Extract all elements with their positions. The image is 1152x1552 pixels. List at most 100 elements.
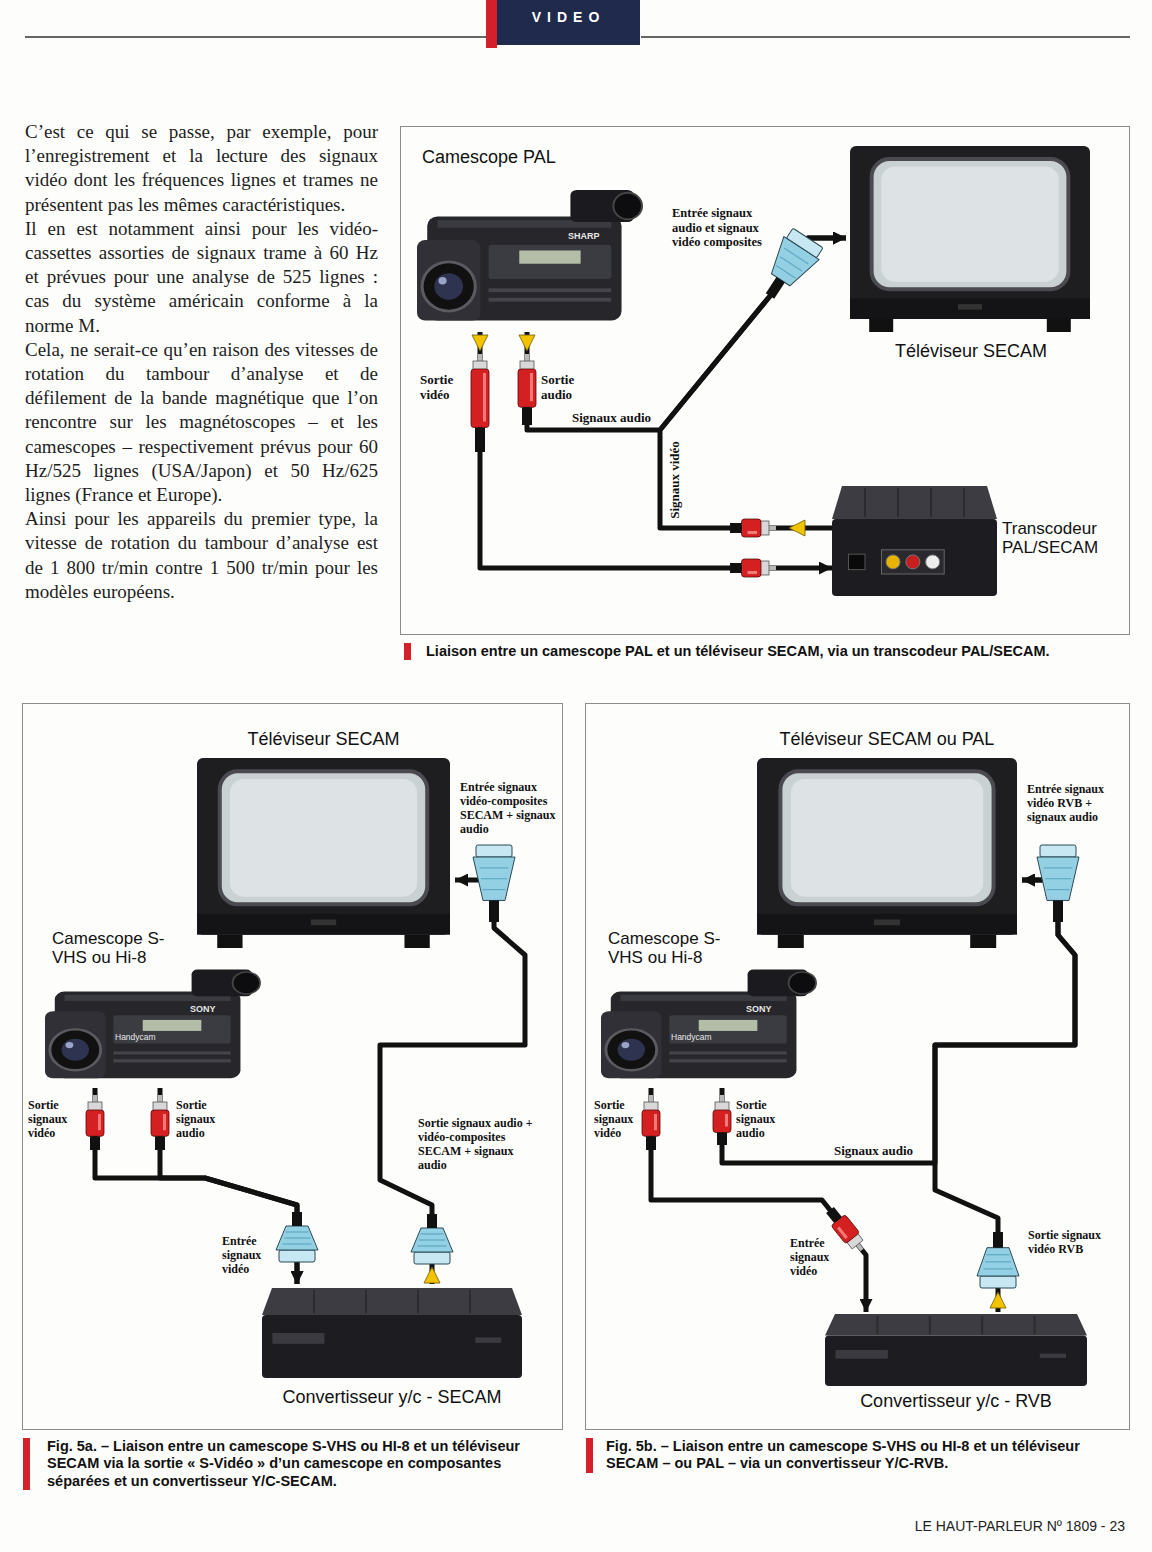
camcorder-illustration: [113, 1015, 230, 1043]
signal-label: Signaux audio: [570, 410, 653, 425]
figure-caption: Fig. 5a. – Liaison entre un camescope S-…: [23, 1438, 553, 1490]
plug-label: Sortie signaux vidéo: [28, 1098, 82, 1140]
camcorder-illustration: [438, 277, 446, 285]
camcorder-illustration: [422, 262, 475, 311]
television-set-illustration: [970, 935, 996, 948]
rca-plug: [742, 559, 762, 577]
converter-box-illustration: [417, 1290, 419, 1313]
scart-plug: [763, 237, 819, 292]
scart-plug: [418, 1245, 447, 1246]
television-set-illustration: [778, 935, 804, 948]
converter-box: Convertisseur y/c - SECAM: [258, 1284, 526, 1422]
rca-plug: [713, 1110, 731, 1133]
converter-box-illustration: [272, 1333, 324, 1344]
transcoder-box-illustration: [882, 550, 945, 574]
plug-label: Sortie signaux audio + vidéo-composites …: [418, 1116, 542, 1172]
device-label: Camescope PAL: [422, 148, 582, 168]
rca-plug: [713, 1095, 731, 1145]
rca-plug: [742, 519, 762, 537]
rca-plug: [730, 519, 776, 537]
plug-label: Entrée signaux vidéo: [222, 1234, 272, 1276]
transcoder-box-illustration: [906, 555, 920, 569]
rca-plug: [725, 1114, 728, 1127]
scart-plug: [476, 845, 512, 857]
camcorder-illustration: [143, 1020, 202, 1031]
plug-label: Sortie signaux audio: [736, 1098, 790, 1140]
television-set-illustration: [217, 935, 242, 948]
brand-mark: SHARP: [568, 231, 612, 242]
television-set-illustration: [192, 728, 455, 950]
transcoder-box-illustration: [832, 486, 997, 519]
camcorder-illustration: [489, 288, 612, 292]
scart-plug: [427, 1214, 437, 1228]
body-paragraph: Cela, ne serait-ce qu’en raison des vite…: [25, 338, 378, 507]
television-set-illustration: [230, 779, 417, 897]
signal-label: Signaux vidéo: [667, 439, 682, 521]
television-set-illustration: [850, 146, 1090, 332]
scart-plug: [480, 867, 509, 868]
cable-connector: [651, 1088, 866, 1312]
television-set-illustration: [869, 319, 893, 332]
scart-plug: [283, 1243, 312, 1244]
cable-connector: [95, 1088, 297, 1284]
transcoder-box-illustration: [832, 519, 997, 596]
rca-plug: [90, 1136, 100, 1150]
transcoder-box-illustration: [930, 488, 932, 517]
camcorder-illustration: [519, 250, 580, 263]
section-tab-box: [497, 0, 640, 45]
figure-caption: Fig. 5b. – Liaison entre un camescope S-…: [586, 1438, 1121, 1473]
camcorder-illustration: [62, 1039, 89, 1061]
scart-plug: [276, 1212, 318, 1262]
scart-plug: [473, 845, 515, 922]
television-set-illustration: [757, 758, 1017, 948]
plug-label: Sortie signaux vidéo RVB: [1028, 1228, 1116, 1256]
rca-plug: [642, 1110, 660, 1136]
device-label: Téléviseur SECAM ou PAL: [752, 730, 1022, 750]
converter-box-illustration: [365, 1290, 367, 1313]
transcoder-box-illustration: [926, 555, 940, 569]
scart-plug: [776, 266, 795, 279]
television-set-illustration: [872, 159, 1069, 289]
camcorder-illustration: [618, 1039, 645, 1061]
signal-direction-triangle: [472, 335, 488, 351]
rca-plug: [518, 369, 536, 407]
television-set: Téléviseur SECAM: [192, 728, 455, 950]
rca-plug: [522, 407, 532, 425]
television-set-illustration: [850, 146, 1090, 319]
transcoder-box-illustration: [886, 555, 900, 569]
camcorder-illustration: [669, 1059, 786, 1062]
television-set-illustration: [846, 146, 1096, 374]
camcorder-illustration: [45, 970, 260, 1079]
scart-plug: [1044, 867, 1073, 868]
camcorder-illustration: [434, 273, 463, 300]
converter-box-illustration: [313, 1290, 315, 1313]
converter-box-illustration: [262, 1288, 522, 1315]
converter-box-illustration: [981, 1316, 983, 1334]
signal-direction-triangle: [424, 1267, 440, 1283]
rca-plug: [646, 1136, 656, 1150]
scart-plug: [752, 226, 825, 307]
rca-plug: [837, 1227, 848, 1239]
scart-plug: [489, 900, 499, 922]
camcorder: Camescope PAL: [412, 142, 644, 332]
scart-plug: [419, 1239, 445, 1240]
rca-plug: [654, 1114, 657, 1130]
signal-direction-triangle: [789, 520, 805, 536]
scart-plug: [1037, 857, 1079, 900]
device-label: Camescope S-VHS ou Hi-8: [608, 930, 733, 967]
plug-label: Entrée signaux vidéo: [790, 1236, 836, 1278]
rca-plug: [98, 1114, 101, 1130]
scart-plug: [977, 1232, 1019, 1288]
scart-plug: [1053, 900, 1063, 922]
body-paragraph: Ainsi pour les appareils du premier type…: [25, 507, 378, 604]
signal-direction-triangle: [519, 335, 535, 351]
converter-box-illustration: [469, 1290, 471, 1313]
cable-connector: [380, 880, 525, 1284]
rca-plug: [717, 1133, 727, 1146]
scart-plug: [985, 1261, 1011, 1262]
camcorder-illustration: [45, 1011, 106, 1078]
plug-label: Sortie signaux vidéo: [594, 1098, 642, 1140]
scart-plug: [411, 1228, 453, 1252]
camcorder-illustration: [613, 193, 642, 220]
